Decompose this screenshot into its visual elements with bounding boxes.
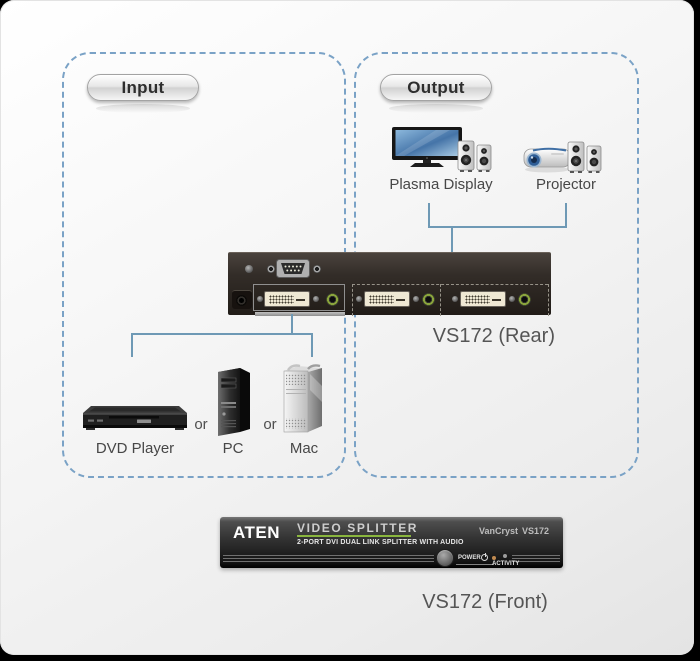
power-symbol-icon xyxy=(481,553,488,561)
panel-ridge-lines xyxy=(223,555,434,563)
input-connector-line xyxy=(131,333,133,357)
port-zone-divider xyxy=(352,284,353,316)
power-button xyxy=(436,549,454,567)
product-title: VIDEO SPLITTER xyxy=(297,521,419,535)
screw-icon xyxy=(413,296,419,302)
panel-label-strip xyxy=(255,312,345,316)
activity-label: ACTIVITY xyxy=(492,561,520,567)
input-pill-label: Input xyxy=(87,74,199,101)
output-connector-line xyxy=(451,226,453,253)
dvi-input-port-icon xyxy=(264,291,310,307)
audio-jack-icon xyxy=(422,293,435,306)
input-port-group-outline xyxy=(253,284,345,311)
output-connector-line xyxy=(428,203,430,228)
screw-icon xyxy=(245,265,253,273)
dvd-player-label: DVD Player xyxy=(95,440,175,457)
series-label: VanCryst xyxy=(478,526,518,536)
input-connector-line xyxy=(131,333,313,335)
audio-jack-icon xyxy=(518,293,531,306)
screw-icon xyxy=(509,296,515,302)
speakers-icon xyxy=(457,139,493,173)
plasma-display-label: Plasma Display xyxy=(389,176,493,193)
port-zone-divider xyxy=(440,284,441,316)
dvd-player-icon xyxy=(81,405,189,433)
audio-jack-icon xyxy=(326,293,339,306)
pc-label: PC xyxy=(222,440,244,457)
rear-panel xyxy=(228,252,551,316)
pc-tower-icon xyxy=(212,366,254,436)
activity-led xyxy=(503,554,507,558)
or-label: or xyxy=(194,416,208,433)
port-zone-divider xyxy=(352,284,548,285)
front-panel: ATEN VIDEO SPLITTER 2-PORT DVI DUAL LINK… xyxy=(220,517,563,568)
power-label: POWER xyxy=(458,555,481,561)
input-pill-reflection xyxy=(96,104,190,113)
plasma-display-icon xyxy=(392,127,462,169)
screw-icon xyxy=(452,296,458,302)
projector-icon xyxy=(521,144,573,174)
panel-ridge-lines xyxy=(512,555,560,563)
input-connector-line xyxy=(291,314,293,335)
rear-caption-label: VS172 (Rear) xyxy=(432,325,555,347)
power-underline xyxy=(456,564,494,565)
mac-tower-icon xyxy=(282,362,326,435)
dvi-output-port-icon xyxy=(364,291,410,307)
front-caption-label: VS172 (Front) xyxy=(422,591,548,613)
aten-logo: ATEN xyxy=(233,523,281,542)
mac-label: Mac xyxy=(289,440,319,457)
projector-label: Projector xyxy=(535,176,597,193)
green-accent-line xyxy=(297,535,411,537)
serial-port-icon xyxy=(276,259,310,278)
screw-icon xyxy=(356,296,362,302)
input-connector-line xyxy=(311,333,313,357)
screw-icon xyxy=(313,296,319,302)
or-label: or xyxy=(263,416,277,433)
product-tagline: 2-PORT DVI DUAL LINK SPLITTER WITH AUDIO xyxy=(297,539,464,546)
port-zone-divider xyxy=(548,284,549,316)
dc-power-jack-icon xyxy=(232,290,252,309)
screw-icon xyxy=(257,296,263,302)
output-pill-reflection xyxy=(389,104,483,113)
dvi-output-port-icon xyxy=(460,291,506,307)
screw-hole-icon xyxy=(313,265,321,273)
output-connector-line xyxy=(428,226,567,228)
screw-hole-icon xyxy=(267,265,275,273)
output-pill-label: Output xyxy=(380,74,492,101)
model-label: VS172 xyxy=(521,526,549,536)
output-connector-line xyxy=(565,203,567,228)
power-led xyxy=(492,556,496,560)
speakers-icon xyxy=(567,140,603,174)
